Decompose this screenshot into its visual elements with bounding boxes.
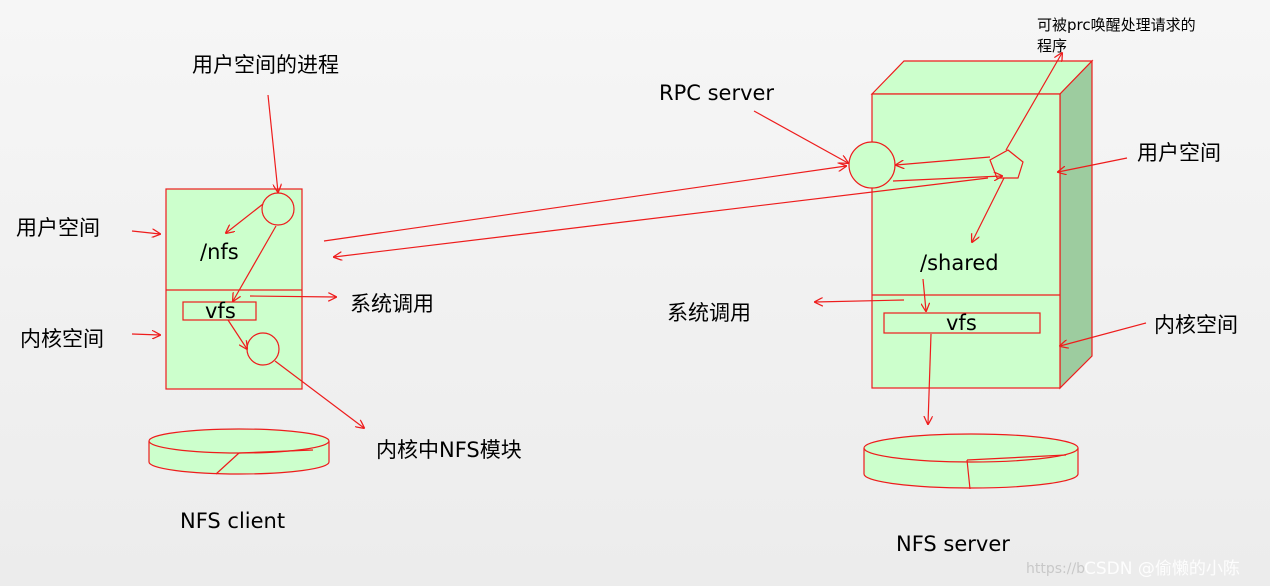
client-syscall-label: 系统调用 xyxy=(350,292,434,316)
rpc-server-label: RPC server xyxy=(659,81,774,105)
rpc-server-circle xyxy=(848,141,896,189)
watermark: CSDN @偷懒的小陈 xyxy=(1084,559,1240,579)
watermark-faint: https://b xyxy=(1026,561,1085,577)
client-kernel-space-label: 内核空间 xyxy=(20,327,104,351)
arrow-kernel-space-server xyxy=(1060,322,1147,346)
rpc-program-label-line2: 程序 xyxy=(1037,37,1067,55)
arrow-server-to-client xyxy=(334,177,989,257)
client-nfs-module-circle xyxy=(246,332,280,366)
server-vfs-box xyxy=(883,312,1041,334)
server-front-face xyxy=(871,93,1061,389)
server-user-space-label: 用户空间 xyxy=(1137,141,1221,165)
server-disk xyxy=(863,433,1079,490)
arrow-nfs-module-to-label xyxy=(274,360,364,428)
server-vfs-label: vfs xyxy=(946,311,977,335)
client-vfs-label: vfs xyxy=(205,299,236,323)
server-arrows xyxy=(753,53,1147,424)
server-machine: /shared vfs xyxy=(848,59,1094,390)
arrow-kernel-space-client xyxy=(131,334,160,335)
arrow-user-space-server xyxy=(1058,157,1128,172)
client-vfs-box xyxy=(182,301,257,321)
server-top-face xyxy=(870,60,1094,95)
server-caption: NFS server xyxy=(896,532,1010,556)
network-arrows xyxy=(323,166,989,257)
arrow-to-server-vfs xyxy=(923,278,926,311)
arrow-client-to-rpc-server xyxy=(323,166,846,242)
arrow-vfs-to-disk xyxy=(928,333,931,424)
arrow-program-to-rpc xyxy=(896,156,991,165)
rpc-program-pentagon xyxy=(989,149,1024,179)
arrow-program-to-shared xyxy=(972,177,1005,242)
server-syscall-label: 系统调用 xyxy=(667,301,751,325)
arrow-user-space-client xyxy=(131,231,160,234)
arrow-process-to-nfs xyxy=(226,203,264,233)
arrow-syscall-client xyxy=(249,296,336,297)
client-kernel-nfs-module-label: 内核中NFS模块 xyxy=(376,438,522,462)
client-process-label: 用户空间的进程 xyxy=(192,53,339,77)
arrow-rpc-label-to-rpc-server xyxy=(753,110,848,163)
arrow-process-to-vfs xyxy=(233,225,277,301)
server-kernel-space-label: 内核空间 xyxy=(1154,313,1238,337)
client-mount-path: /nfs xyxy=(200,240,239,264)
client-caption: NFS client xyxy=(180,509,285,533)
client-process-circle xyxy=(261,192,295,226)
client-arrows xyxy=(131,94,364,428)
client-disk xyxy=(148,428,330,475)
arrow-rpc-to-program xyxy=(892,176,1002,182)
arrow-process-label-to-process xyxy=(267,94,278,192)
arrow-program-to-label xyxy=(1005,53,1062,151)
arrow-syscall-server xyxy=(815,300,905,302)
arrow-vfs-to-nfs-module xyxy=(227,319,247,349)
server-shared-path: /shared xyxy=(920,251,999,275)
client-machine: /nfs vfs xyxy=(165,188,303,390)
client-user-space-label: 用户空间 xyxy=(16,216,100,240)
rpc-program-label-line1: 可被prc唤醒处理请求的 xyxy=(1037,16,1196,34)
